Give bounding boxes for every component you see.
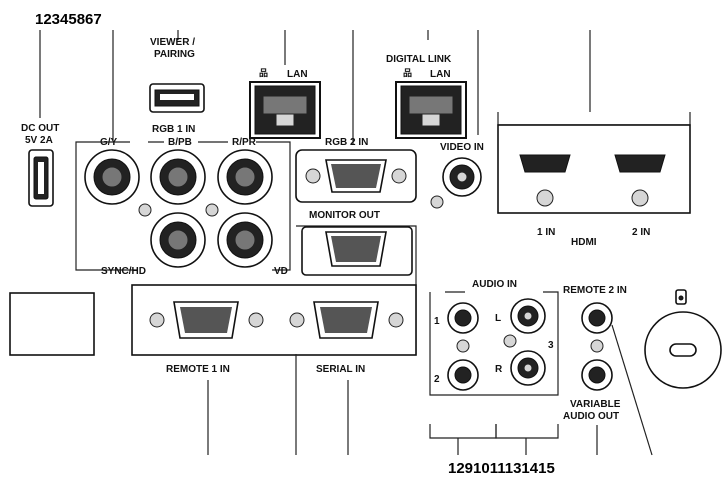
viewer-label: VIEWER / [150, 37, 195, 48]
rgb2-in-port[interactable]: RGB 2 IN [295, 137, 417, 203]
digital-link-label: DIGITAL LINK [386, 54, 452, 65]
audio1-num: 1 [434, 316, 440, 327]
audio-out-label: AUDIO OUT [563, 411, 619, 422]
audio2-num: 2 [434, 374, 440, 385]
hdmi2-port-icon [614, 154, 666, 173]
pairing-label: PAIRING [154, 49, 195, 60]
dc-out-rating: 5V 2A [25, 135, 53, 146]
bottom-callout-numbers: 1291011131415 [448, 460, 555, 477]
video-in-label: VIDEO IN [440, 142, 484, 153]
rgb1-label: RGB 1 IN [152, 124, 195, 135]
hdmi-logo: HDMI [571, 237, 597, 248]
viewer-pairing-port[interactable]: VIEWER / PAIRING [149, 37, 205, 113]
video-in-port[interactable]: VIDEO IN [430, 142, 484, 209]
serial-in-label: SERIAL IN [316, 364, 365, 375]
screw-icon [205, 203, 219, 217]
top-leader-lines [39, 30, 591, 145]
lan2-label: LAN [430, 69, 451, 80]
hdmi1-port-icon [519, 154, 571, 173]
monitor-out-label: MONITOR OUT [309, 210, 380, 221]
hdmi1-label: 1 IN [537, 227, 555, 238]
network-icon: 品 [259, 68, 268, 78]
dc-out-label: DC OUT [21, 123, 59, 134]
audio-in-group[interactable]: AUDIO IN 1 2 L R 3 [429, 279, 559, 396]
network-icon-2: 品 [403, 68, 412, 78]
vd-label: VD [274, 266, 288, 277]
sync-hd-label: SYNC/HD [101, 266, 146, 277]
remote1-label: REMOTE 1 IN [166, 364, 230, 375]
top-callout-numbers: 12345867 [35, 11, 102, 28]
l-label: L [495, 313, 501, 324]
screw-icon [138, 203, 152, 217]
remote1-serial-group[interactable]: REMOTE 1 IN SERIAL IN [131, 284, 417, 375]
lan-label: LAN [287, 69, 308, 80]
dc-out-port[interactable]: DC OUT 5V 2A [21, 123, 59, 207]
remote2-label: REMOTE 2 IN [563, 285, 627, 296]
hdmi-group[interactable]: 1 IN HDMI 2 IN [497, 112, 691, 248]
r-label: R [495, 364, 503, 375]
rgb2-label: RGB 2 IN [325, 137, 368, 148]
rgb1-in-group[interactable]: RGB 1 IN G/Y B/PB R/PR SYNC/HD VD [75, 124, 291, 277]
blank-panel [9, 292, 95, 356]
security-slot [644, 289, 722, 389]
remote2-variable-group[interactable]: REMOTE 2 IN VARIABLE AUDIO OUT [563, 285, 627, 422]
lan-port[interactable]: 品 LAN [249, 68, 321, 139]
audio3-num: 3 [548, 340, 554, 351]
bottom-leader-lines [207, 324, 653, 456]
rpr-label: R/PR [232, 137, 257, 148]
audio-in-label: AUDIO IN [472, 279, 517, 290]
hdmi2-label: 2 IN [632, 227, 650, 238]
bpb-label: B/PB [168, 137, 192, 148]
variable-label: VARIABLE [570, 399, 621, 410]
digital-link-port[interactable]: DIGITAL LINK 品 LAN [386, 54, 467, 139]
